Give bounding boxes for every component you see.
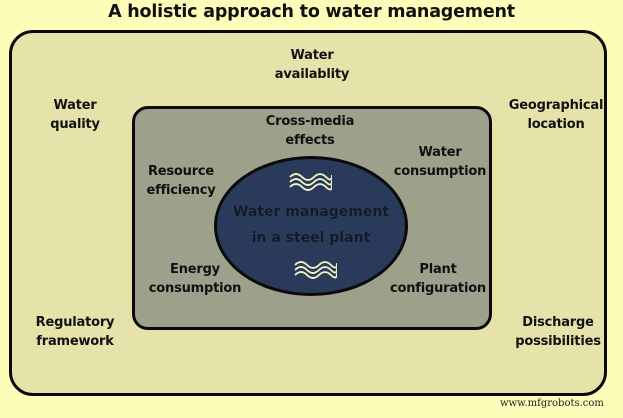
- label-line: consumption: [393, 164, 487, 179]
- label-line: configuration: [389, 281, 486, 296]
- label-line: Resource: [147, 164, 215, 179]
- label-line: quality: [50, 117, 100, 132]
- center-title-line1: Water management: [232, 204, 390, 220]
- label-discharge-possibilities: Discharge possibilities: [502, 313, 614, 351]
- label-line: Regulatory: [35, 315, 115, 330]
- label-water-consumption: Water consumption: [388, 143, 492, 181]
- label-line: consumption: [148, 281, 242, 296]
- label-line: framework: [36, 334, 114, 349]
- label-energy-consumption: Energy consumption: [140, 260, 250, 298]
- label-line: Water: [290, 48, 334, 63]
- label-water-availability: Water availablity: [262, 46, 362, 84]
- water-waves-icon: [294, 261, 337, 279]
- diagram-title: A holistic approach to water management: [108, 2, 515, 22]
- center-title-line2: in a steel plant: [251, 230, 371, 246]
- label-line: efficiency: [146, 183, 216, 198]
- label-line: Water: [53, 98, 97, 113]
- label-regulatory-framework: Regulatory framework: [20, 313, 130, 351]
- label-cross-media-effects: Cross-media effects: [250, 112, 370, 150]
- label-plant-configuration: Plant configuration: [384, 260, 492, 298]
- label-resource-efficiency: Resource efficiency: [136, 162, 226, 200]
- water-waves-icon: [289, 173, 332, 191]
- label-line: Geographical: [508, 98, 604, 113]
- label-line: Energy: [170, 262, 220, 277]
- label-water-quality: Water quality: [30, 96, 120, 134]
- label-line: availablity: [274, 67, 350, 82]
- label-geographical-location: Geographical location: [500, 96, 612, 134]
- watermark: www.mfgrobots.com: [500, 398, 604, 409]
- label-line: location: [527, 117, 585, 132]
- label-line: Water: [418, 145, 462, 160]
- label-line: Cross-media: [265, 114, 355, 129]
- label-line: possibilities: [515, 334, 601, 349]
- label-line: Discharge: [522, 315, 594, 330]
- label-line: effects: [285, 133, 335, 148]
- label-line: Plant: [419, 262, 457, 277]
